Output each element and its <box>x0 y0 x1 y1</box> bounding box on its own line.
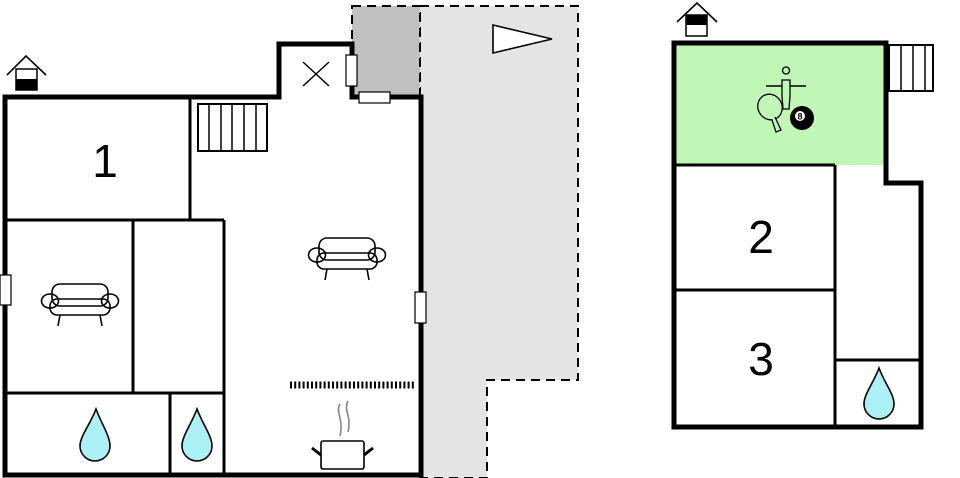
stairs-icon <box>888 44 934 92</box>
billiard-ball-label: 8 <box>797 112 802 122</box>
room-number-3: 3 <box>748 333 774 385</box>
water-drop-icon <box>79 406 111 462</box>
window <box>414 291 427 324</box>
room-number-1: 1 <box>92 135 118 187</box>
ground-floor-plan: 1 <box>0 41 427 478</box>
stairs-icon <box>197 103 268 152</box>
house-upper-floor-icon <box>676 1 718 37</box>
armchair-icon <box>40 283 120 327</box>
water-drop-icon <box>181 406 213 462</box>
games-icon: 8 <box>757 66 814 133</box>
window <box>345 54 358 87</box>
house-ground-floor-icon <box>6 54 47 91</box>
cross-icon <box>302 61 330 87</box>
cooking-pot-icon <box>311 400 374 470</box>
triangle-pennant-icon <box>492 23 553 55</box>
covered-terrace <box>351 5 421 98</box>
window <box>0 274 12 306</box>
window <box>358 91 391 104</box>
terrace <box>351 5 579 478</box>
armchair-icon <box>307 237 387 281</box>
room-number-2: 2 <box>748 211 774 263</box>
water-drop-icon <box>863 365 895 420</box>
upper-floor-plan: 8 2 3 <box>671 40 934 430</box>
